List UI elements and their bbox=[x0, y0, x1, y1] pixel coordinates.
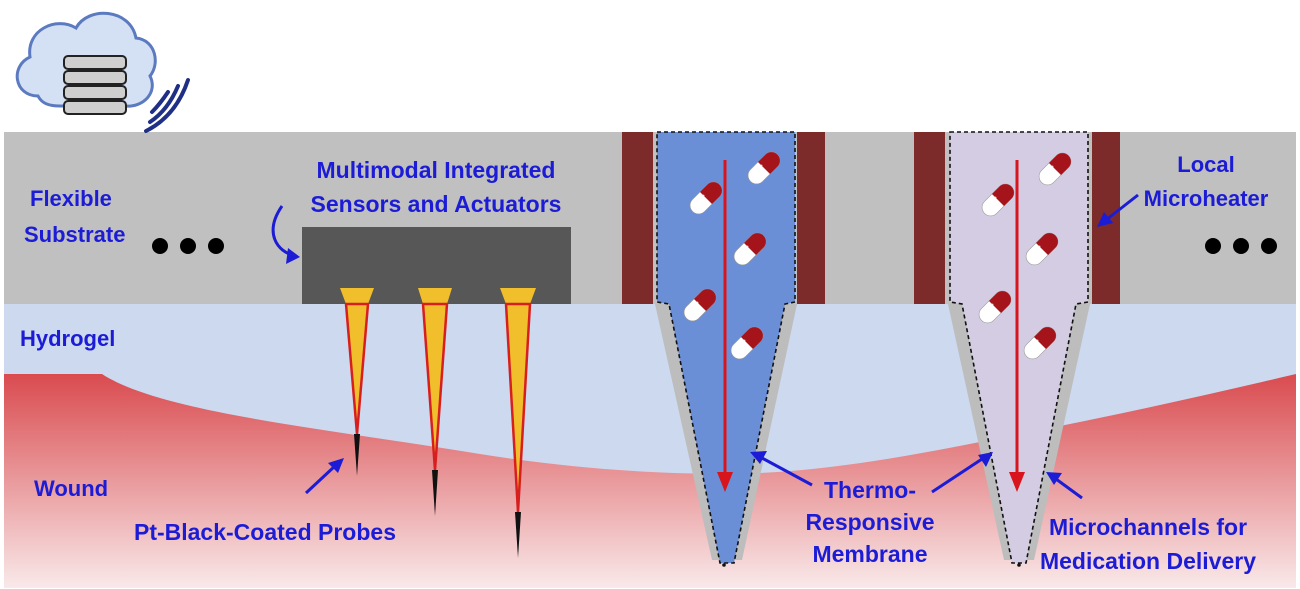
pt-probe-2 bbox=[418, 288, 452, 516]
microheater-left-1 bbox=[622, 132, 653, 304]
flow-arrowhead-2 bbox=[1009, 472, 1025, 492]
ellipsis-left bbox=[152, 238, 224, 254]
microheater-right-1 bbox=[797, 132, 825, 304]
label-pt-black-probes: Pt-Black-Coated Probes bbox=[134, 519, 396, 545]
arrow-membrane-left bbox=[750, 451, 813, 487]
pt-probe-1 bbox=[340, 288, 374, 476]
label-flexible-substrate-1: Flexible bbox=[30, 186, 112, 211]
label-multimodal-2: Sensors and Actuators bbox=[311, 191, 562, 217]
microheater-left-2 bbox=[914, 132, 945, 304]
label-thermo-3: Membrane bbox=[812, 541, 927, 567]
wound-layer bbox=[4, 374, 1296, 588]
ellipsis-right bbox=[1205, 238, 1277, 254]
arrow-membrane-right bbox=[931, 452, 993, 494]
arrow-probes bbox=[304, 458, 344, 495]
wireless-signal-icon bbox=[144, 78, 190, 133]
cloud-server-icon bbox=[15, 11, 157, 115]
label-hydrogel: Hydrogel bbox=[20, 326, 115, 351]
arrow-microchannels bbox=[1046, 472, 1083, 500]
pt-probe-3 bbox=[500, 288, 536, 558]
arrow-microheater bbox=[1097, 193, 1139, 227]
label-thermo-1: Thermo- bbox=[824, 477, 916, 503]
label-local-1: Local bbox=[1177, 152, 1234, 177]
label-microchannels-2: Medication Delivery bbox=[1040, 548, 1256, 574]
label-local-2: Microheater bbox=[1144, 186, 1269, 211]
flow-arrowhead-1 bbox=[717, 472, 733, 492]
label-thermo-2: Responsive bbox=[805, 509, 934, 535]
arrow-multimodal bbox=[271, 205, 300, 264]
label-wound: Wound bbox=[34, 476, 108, 501]
label-microchannels-1: Microchannels for bbox=[1049, 514, 1247, 540]
label-flexible-substrate-2: Substrate bbox=[24, 222, 125, 247]
label-multimodal-1: Multimodal Integrated bbox=[317, 157, 556, 183]
